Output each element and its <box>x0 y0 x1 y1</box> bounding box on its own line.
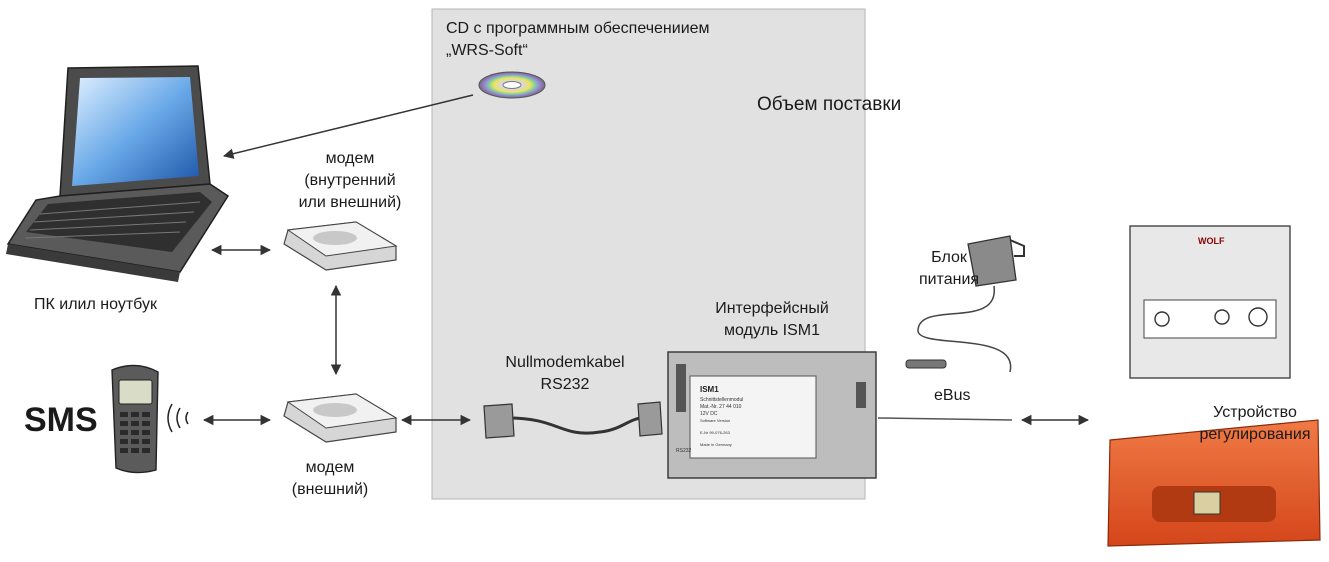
nullmodem-label-line2: RS232 <box>540 376 590 393</box>
modem-internal-label-line2: (внутренний <box>304 172 396 189</box>
brand-logo: WOLF <box>1198 236 1225 246</box>
pc-label: ПК илил ноутбук <box>34 296 157 313</box>
modem-icon <box>283 221 398 271</box>
nullmodem-label-line1: Nullmodemkabel <box>505 354 625 371</box>
modem-external-label-line2: (внешний) <box>291 481 369 498</box>
ism-device-sub5: E-Nr 99-076-263 <box>700 430 731 435</box>
ism-device-sub1: Schnittstellenmodul <box>700 397 743 403</box>
ebus-cable <box>877 417 1013 421</box>
boiler-panel-icon <box>1107 419 1321 547</box>
ebus-label: eBus <box>934 387 971 404</box>
delivery-scope-label: Объем поставки <box>757 94 902 115</box>
phone-icon <box>111 364 159 474</box>
modem-icon <box>283 393 398 443</box>
ism-label-line1: Интерфейсный <box>715 300 829 317</box>
sms-label: SMS <box>24 401 98 439</box>
serial-cable-icon <box>483 401 663 439</box>
ism-device-sub6: Made in Germany <box>700 442 732 447</box>
rs232-port-label: RS232 <box>676 448 692 454</box>
laptop-icon <box>6 65 230 282</box>
modem-external-label-line1: модем <box>305 459 355 476</box>
cd-label-line2: „WRS-Soft“ <box>446 42 528 59</box>
power-label-line1: Блок <box>931 249 967 266</box>
modem-internal-label-line3: или внешний) <box>298 194 402 211</box>
controller-icon <box>1129 225 1291 379</box>
ism-label-line2: модуль ISM1 <box>724 322 820 339</box>
cd-icon <box>478 71 546 99</box>
power-label-line2: питания <box>918 271 980 288</box>
ism-device-sub3: 12V DC <box>700 411 718 417</box>
controller-label-line2: регулирования <box>1199 426 1311 443</box>
power-adapter-icon <box>905 235 1025 373</box>
cd-label-line1: CD с программным обеспечениием <box>446 20 710 37</box>
signal-waves-icon <box>167 403 189 433</box>
interface-module-icon <box>667 351 877 479</box>
ism-device-sub4: Software Version <box>700 418 730 423</box>
modem-internal-label-line1: модем <box>325 150 375 167</box>
connection-arrows <box>202 94 1090 426</box>
controller-label-line1: Устройство <box>1213 404 1297 421</box>
ism-device-sub2: Mat.-Nr. 27 44 010 <box>700 404 742 410</box>
ism-device-title: ISM1 <box>700 385 719 394</box>
